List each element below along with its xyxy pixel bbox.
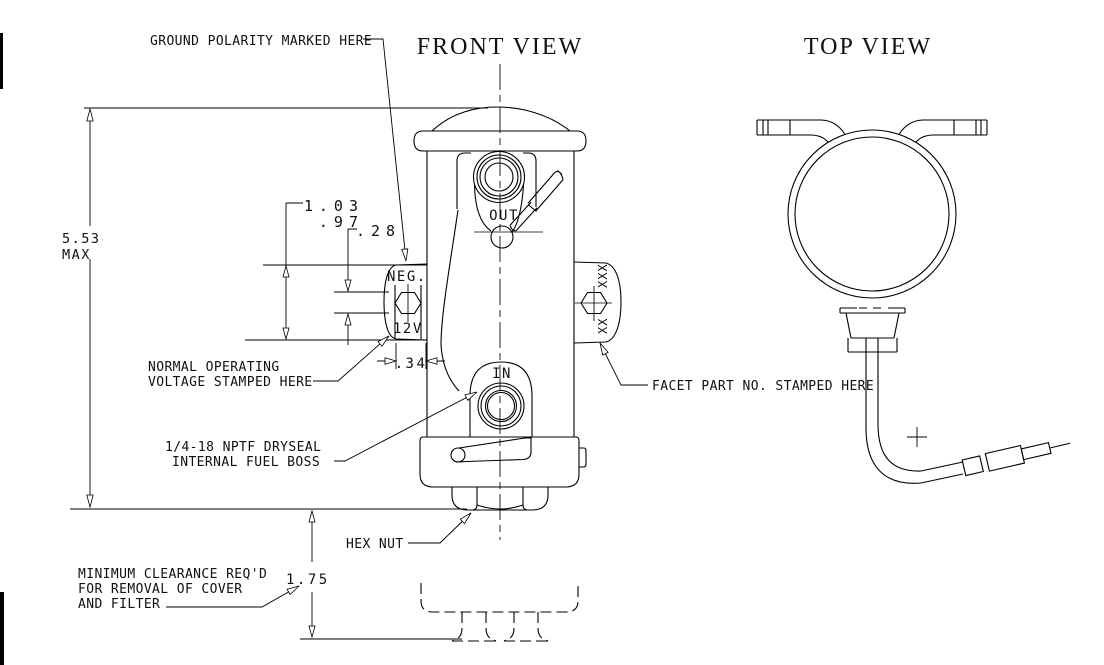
terminal-height-dim-line — [285, 202, 303, 339]
arrowheads — [86, 107, 609, 639]
cover-tab — [579, 447, 587, 468]
normal-operating-annotation-2: VOLTAGE STAMPED HERE — [148, 375, 313, 390]
label-out-port: OUT — [489, 208, 519, 224]
extension-lines — [245, 264, 427, 341]
fuel-boss-annotation-1: 1/4-18 NPTF DRYSEAL — [165, 440, 321, 455]
terminal-hex-stud — [394, 291, 422, 315]
dim-overall-height-qualifier: MAX — [62, 247, 91, 263]
page-edge-artifact — [0, 33, 3, 89]
dim-terminal-protrusion: .34 — [395, 356, 428, 372]
fuel-boss-annotation-2: INTERNAL FUEL BOSS — [172, 455, 320, 470]
center-cross-mark — [907, 427, 927, 447]
out-boss-left — [473, 184, 492, 232]
casting-inner-right — [523, 152, 537, 207]
label-neg-terminal: NEG. — [387, 269, 427, 285]
negative-terminal-boss — [383, 263, 428, 341]
dim-terminal-height-upper: 1.03 — [304, 197, 364, 215]
wire-connector — [961, 441, 1071, 477]
top-view — [756, 119, 1071, 484]
min-clearance-annotation-2: FOR REMOVAL OF COVER — [78, 582, 243, 597]
pump-body-outline — [426, 151, 575, 437]
dim-overall-height: 5.53 — [62, 231, 101, 247]
hex-nut — [451, 486, 549, 511]
casting-profile-line — [440, 209, 460, 392]
in-boss-outline — [469, 361, 533, 437]
page-edge-artifact — [0, 592, 4, 665]
primer-rod — [509, 170, 564, 232]
front-view-title: FRONT VIEW — [417, 34, 583, 60]
dimension-lines — [70, 38, 648, 640]
in-port — [469, 361, 533, 437]
mounting-bracket — [756, 119, 988, 143]
front-view — [383, 64, 622, 642]
terminal-block-top — [839, 307, 906, 353]
cover-bail-wire — [458, 437, 526, 449]
facet-leader — [599, 342, 648, 386]
facet-part-annotation: FACET PART NO. STAMPED HERE — [652, 379, 874, 394]
cover-pin — [450, 447, 466, 463]
bottom-cover — [419, 436, 587, 488]
out-small-circle — [490, 225, 514, 249]
top-view-title: TOP VIEW — [804, 34, 932, 60]
wire-lead — [865, 338, 1071, 484]
casting-inner-left — [456, 152, 471, 209]
drawing-text: FRONT VIEW TOP VIEW GROUND POLARITY MARK… — [62, 34, 932, 612]
pump-body-top — [787, 129, 957, 299]
voltage-leader — [313, 335, 390, 382]
label-part-no-x2: XX — [596, 318, 610, 334]
normal-operating-annotation-1: NORMAL OPERATING — [148, 360, 280, 375]
label-in-port: IN — [492, 366, 512, 382]
cap-band — [413, 130, 587, 152]
fuel-boss-leader — [334, 391, 478, 462]
part-number-boss — [573, 261, 622, 344]
hex-nut-annotation: HEX NUT — [346, 537, 404, 552]
min-clearance-annotation-3: AND FILTER — [78, 597, 160, 612]
min-clearance-annotation-1: MINIMUM CLEARANCE REQ'D — [78, 567, 267, 582]
clamp-band — [794, 136, 950, 292]
dim-terminal-height-lower: .97 — [319, 213, 364, 231]
label-voltage: 12V — [393, 321, 423, 337]
hex-nut-leader — [408, 512, 472, 544]
dim-clearance-below: 1.75 — [286, 572, 330, 588]
clearance-leader — [166, 585, 300, 608]
dome-top — [431, 106, 571, 132]
dim-terminal-offset: .28 — [356, 222, 401, 240]
ground-polarity-annotation: GROUND POLARITY MARKED HERE — [150, 34, 372, 49]
protrusion-dim-line — [377, 343, 445, 369]
label-part-no-x1: XXX — [596, 263, 610, 288]
out-port — [472, 150, 543, 249]
ground-polarity-leader — [363, 38, 407, 261]
phantom-cover-removed — [420, 583, 579, 642]
